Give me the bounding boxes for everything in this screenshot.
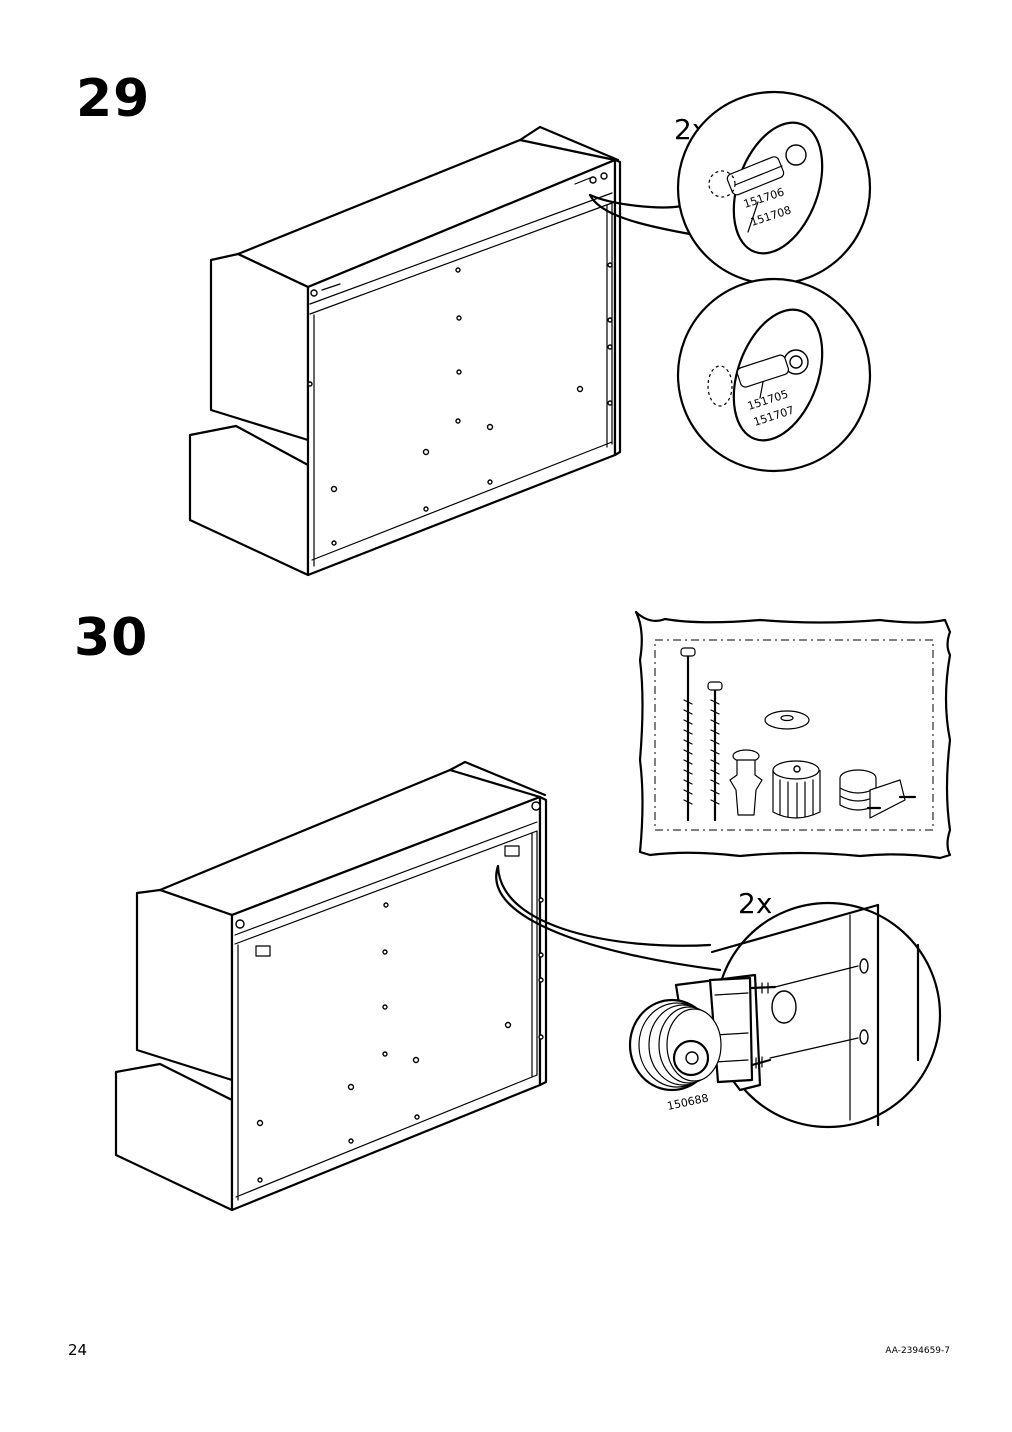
part-label-150688: 150688 [666,1091,710,1112]
hardware-bag-step-30 [634,610,952,860]
levelling-foot-part [628,973,797,1092]
page-number: 24 [68,1341,88,1359]
cabinet-illustration-step-29 [188,125,622,577]
quantity-label-step-30: 2x [738,887,773,920]
step-number-30: 30 [74,608,149,668]
detail-circle-dowel-151706 [676,90,872,286]
detail-circle-dowel-151705 [676,277,872,473]
document-id: AA-2394659-7 [885,1346,950,1356]
cabinet-illustration-step-30 [114,760,548,1212]
detail-circle-foot-150688 [710,901,942,1129]
step-number-29: 29 [76,69,151,129]
